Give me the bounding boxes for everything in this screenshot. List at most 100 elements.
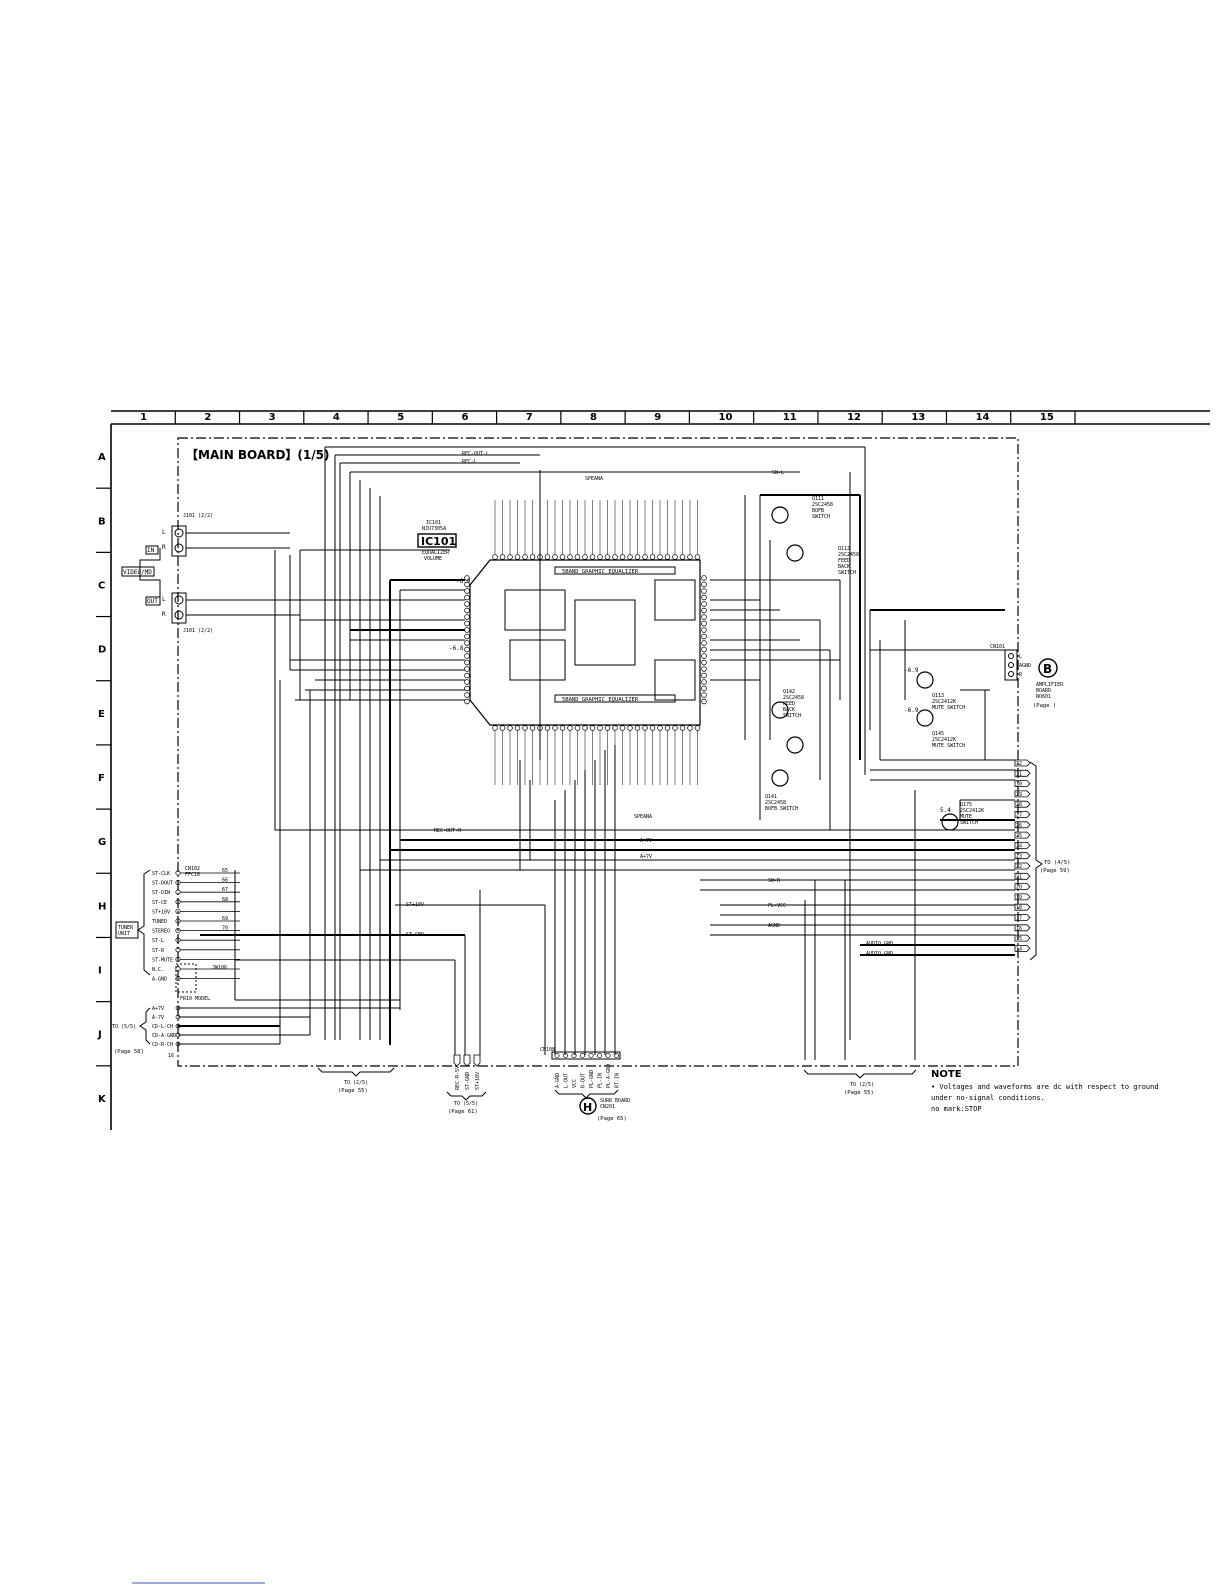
- tuner-pin-name: STEREO: [152, 929, 170, 935]
- bottom-left-line-label: A+7V: [152, 1006, 164, 1012]
- bl-page: (Page 58): [114, 1049, 144, 1055]
- amp-pin-label: L: [1019, 654, 1022, 660]
- jack-r-out: R: [162, 611, 166, 618]
- jack-l-out: L: [162, 596, 166, 603]
- tuner-pin-number: 67: [222, 887, 228, 893]
- board-outline: [177, 437, 1019, 1067]
- surr-pin-label: L-OUT: [564, 1073, 570, 1088]
- bl-pin16: 16: [168, 1053, 174, 1059]
- net-rec-out-l: REC-OUT-L: [462, 451, 489, 457]
- row-label: D: [98, 645, 106, 656]
- right-pin-number: 30: [1016, 782, 1022, 788]
- jack-out-label: OUT: [147, 598, 158, 605]
- net-rec-l: REC-L: [462, 459, 477, 465]
- surr-pin-label: RT-IN: [615, 1073, 621, 1088]
- column-label: 9: [654, 412, 661, 423]
- column-label: 6: [461, 412, 468, 423]
- right-to: TO (4/5): [1044, 860, 1071, 866]
- jw106-label: JW106: [212, 965, 227, 971]
- amp-badge-text: B: [1043, 662, 1052, 676]
- surr-pin-label: R-OUT: [581, 1073, 587, 1088]
- page-61: (Page 61): [448, 1109, 478, 1115]
- row-label: G: [98, 837, 106, 848]
- right-brace: [1029, 761, 1043, 961]
- tuner-pin-name: A-GND: [152, 977, 167, 983]
- fr10-label: FR10 MODEL: [180, 996, 210, 1002]
- column-label: 3: [269, 412, 276, 423]
- jack-in-label: IN: [147, 547, 155, 554]
- cn101-connector: [1004, 649, 1018, 681]
- row-label: F: [98, 773, 105, 784]
- row-label: H: [98, 901, 106, 912]
- row-label: J: [97, 1030, 102, 1041]
- brace-55a: [317, 1067, 395, 1077]
- tuner-pin-name: ST-CE: [152, 900, 167, 906]
- page-55b: (Page 55): [844, 1090, 874, 1096]
- column-label: 1: [140, 412, 147, 423]
- surr-pin-label: PL-IN: [598, 1073, 604, 1088]
- tuner-pin-number: 68: [222, 897, 228, 903]
- net-rec-out-r: REC-OUT-R: [434, 828, 462, 834]
- net-agnd: AGND: [768, 923, 780, 929]
- jack-label-2: J101 (2/2): [183, 628, 213, 634]
- column-label: 12: [847, 412, 861, 423]
- right-pin-number: 18: [1016, 905, 1022, 911]
- to-61: TO (5/5): [454, 1101, 478, 1107]
- tuner-pin-number: 70: [222, 926, 228, 932]
- jack-j101-out: [171, 592, 300, 624]
- net-speana-bottom: SPEANA: [634, 814, 652, 820]
- voltage-2: -6.8: [449, 645, 464, 652]
- surr-badge: [579, 1097, 597, 1115]
- net-a7v: A-7V: [640, 838, 652, 844]
- surr-pin-label: PL-GND: [589, 1070, 595, 1088]
- tuner-pin-name: ST+10V: [152, 909, 170, 915]
- ic-part: NJU7305A: [422, 526, 446, 532]
- bottom-left-line-label: CD-R-CH: [152, 1042, 173, 1048]
- net-pl-vcc: PL-VCC: [768, 903, 786, 909]
- cn108-label: CN108: [540, 1047, 555, 1053]
- fr10-box: [175, 963, 197, 993]
- right-pin-number: 25: [1016, 833, 1022, 839]
- jack-l-in: L: [162, 529, 166, 536]
- wiring: [178, 446, 1015, 1060]
- ic101-chip: [464, 500, 707, 785]
- right-pin-number: 26: [1016, 823, 1022, 829]
- column-label: 7: [526, 412, 533, 423]
- row-label: K: [98, 1094, 107, 1105]
- surr-pin-label: VCC: [572, 1079, 578, 1088]
- eq-label-top: 5BAND GRAPHIC EQUALIZER: [562, 569, 639, 575]
- net-sw-l: SW-L: [772, 470, 784, 476]
- column-label: 5: [397, 412, 404, 423]
- amp-page: (Page ): [1033, 703, 1056, 709]
- net-a-7v: A+7V: [640, 854, 652, 860]
- voltage-5: 5.4: [940, 807, 951, 814]
- board-title: 【MAIN BOARD】(1/5): [186, 447, 329, 462]
- column-label: 8: [590, 412, 597, 423]
- tuner-pin-name: TUNED: [152, 919, 167, 925]
- tuner-pin-name: N.C.: [152, 967, 164, 973]
- net-audio-gnd-2: AUDIO GND: [866, 951, 893, 957]
- voltage-3: -6.9: [904, 667, 919, 674]
- surr-page: (Page 65): [597, 1116, 627, 1122]
- right-pin-number: 27: [1016, 813, 1022, 819]
- surr-pin-label: PL-A-GND: [606, 1064, 612, 1088]
- ic-ref-box: [417, 533, 457, 548]
- note-line-1: • Voltages and waveforms are dc with res…: [931, 1083, 1159, 1091]
- right-pin-number: 31: [1016, 771, 1022, 777]
- bottom-left-line-label: CD-A-GND: [152, 1033, 176, 1039]
- right-pin-number: 28: [1016, 802, 1022, 808]
- to-55a: TO (2/5): [344, 1080, 368, 1086]
- row-label: E: [98, 709, 105, 720]
